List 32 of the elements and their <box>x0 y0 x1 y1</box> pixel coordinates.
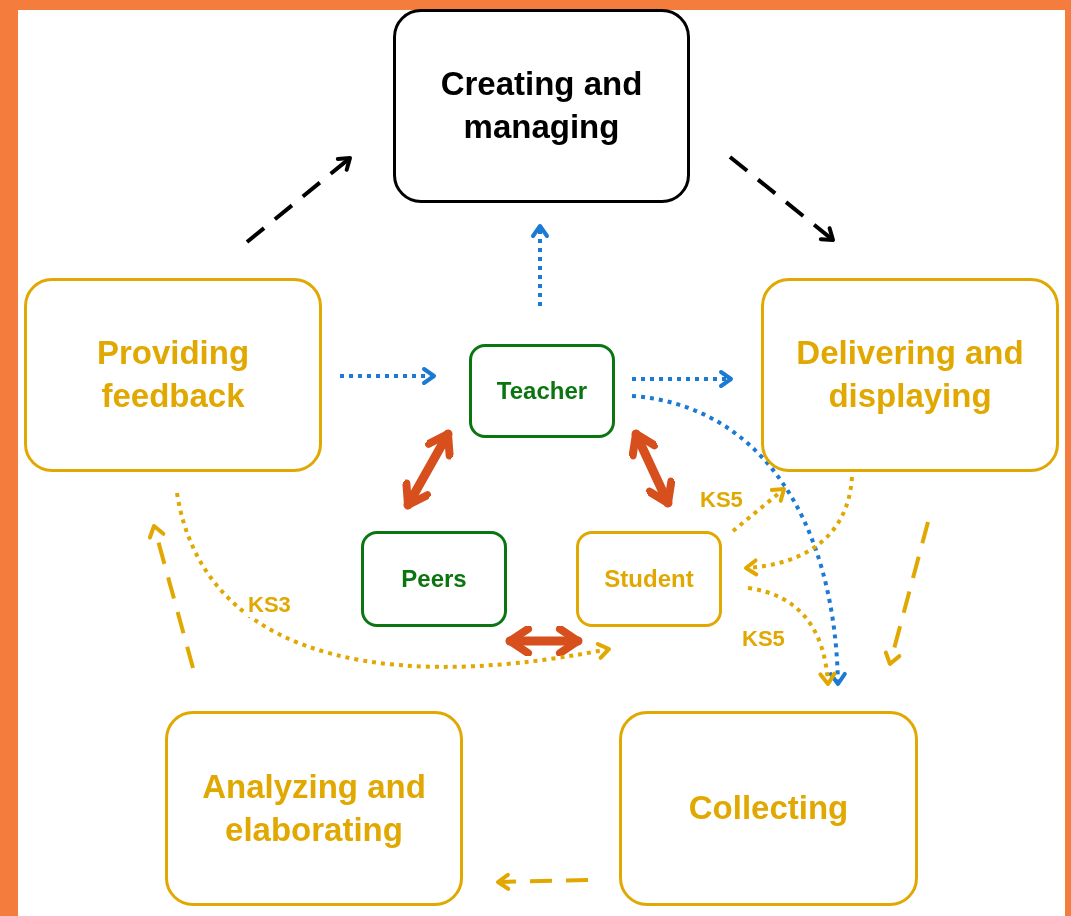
arrow <box>496 872 589 891</box>
arrow <box>632 370 733 388</box>
arrow <box>728 155 835 242</box>
stage-box <box>761 278 1059 472</box>
node-label: Creating and managing <box>439 64 644 147</box>
double-arrow <box>505 625 583 657</box>
node-label: Teacher <box>495 376 589 407</box>
node-label: Providing feedback <box>95 333 251 416</box>
arrow <box>731 487 786 533</box>
process-box <box>393 9 690 203</box>
arrow <box>175 492 611 669</box>
arrow <box>631 394 847 686</box>
stage-box <box>165 711 463 906</box>
arrow <box>531 224 549 306</box>
arrow <box>744 476 854 577</box>
double-arrow <box>628 429 676 508</box>
arrow <box>245 156 352 244</box>
arrow <box>747 586 837 686</box>
node-label: Delivering and displaying <box>795 333 1025 416</box>
actor-box <box>361 531 507 627</box>
stage-box <box>24 278 322 472</box>
arrow <box>340 367 436 385</box>
node-label: Peers <box>400 564 468 595</box>
stage-box <box>619 711 918 906</box>
actor-box <box>576 531 722 627</box>
actor-box <box>469 344 615 438</box>
node-label: Analyzing and elaborating <box>201 766 427 850</box>
double-arrow <box>402 429 454 510</box>
node-label: Collecting <box>687 788 850 829</box>
arrow <box>883 521 930 666</box>
arrow <box>147 524 195 669</box>
node-label: Student <box>603 564 695 595</box>
